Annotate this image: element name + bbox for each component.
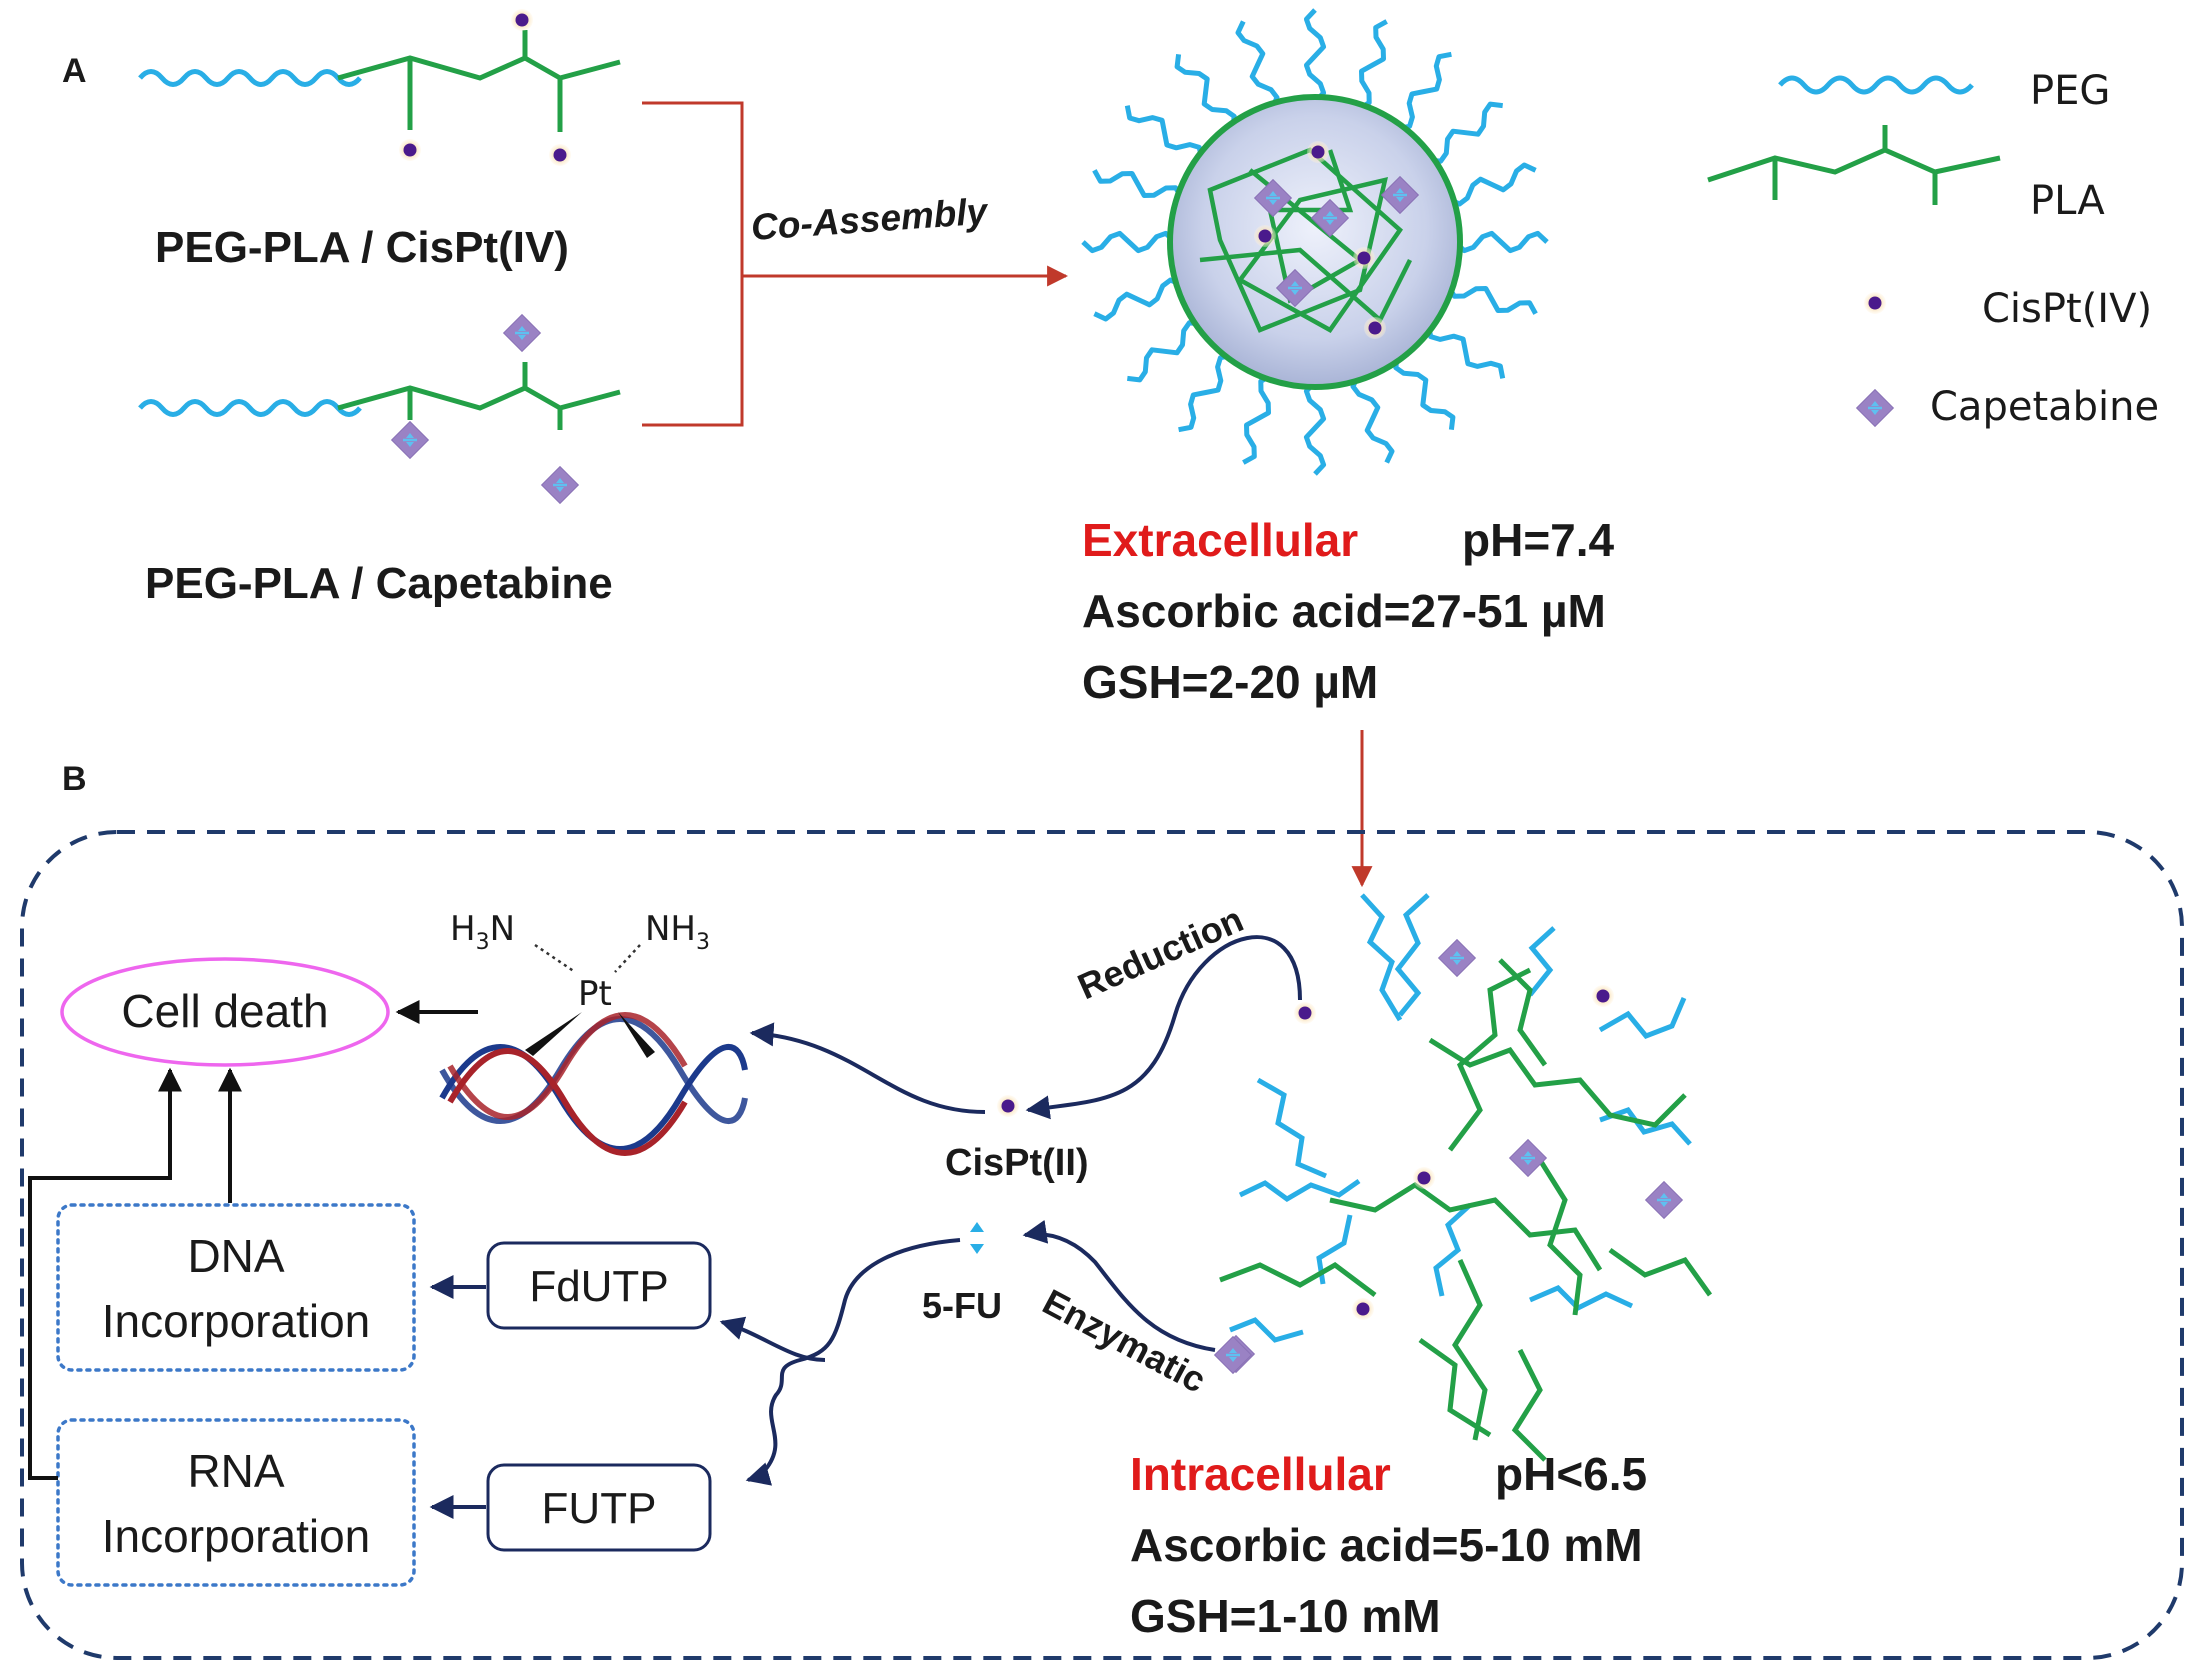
futp-box xyxy=(486,1463,712,1552)
platinum-atom: Pt xyxy=(578,974,612,1014)
capetabine-source-diamond xyxy=(1213,1335,1253,1375)
legend-capetabine-icon xyxy=(1855,388,1895,428)
peg-corona-chain xyxy=(1425,323,1506,379)
enzymatic-arrow xyxy=(1022,1219,1216,1352)
dna-incorporation-line1: DNA xyxy=(187,1230,284,1282)
legend-pla-line xyxy=(1707,125,2001,205)
legend: PEG PLA CisPt(IV) Capetabine xyxy=(1707,68,2159,430)
rna-to-cell-death-arrow xyxy=(28,1067,182,1480)
legend-cispt-label: CisPt(IV) xyxy=(1982,286,2152,332)
legend-peg-label: PEG xyxy=(2030,68,2110,114)
peg-corona-chain xyxy=(1124,105,1205,161)
platinum-dna-adduct: H3N NH3 Pt xyxy=(439,909,748,1156)
peg-corona-chain xyxy=(1445,284,1538,315)
cispt2-label: CisPt(II) xyxy=(945,1142,1089,1184)
peg-corona-chain xyxy=(1093,277,1183,322)
fu-to-fdutp-arrow xyxy=(719,1316,826,1362)
panel-label-a: A xyxy=(62,52,87,90)
peg-corona-chain xyxy=(1303,8,1327,104)
legend-peg-line xyxy=(1778,75,1974,95)
extracellular-ascorbic: Ascorbic acid=27-51 µM xyxy=(1082,585,1606,637)
disassembled-micelle xyxy=(1216,893,1713,1462)
extracellular-conditions: Extracellular pH=7.4 Ascorbic acid=27-51… xyxy=(1082,514,1615,708)
rna-incorporation-box xyxy=(56,1418,416,1587)
peg-pla-capetabine-polymer xyxy=(138,313,621,505)
dna-incorporation-box xyxy=(56,1203,416,1372)
peg-corona-chain xyxy=(1350,374,1395,464)
peg-corona-chain xyxy=(1235,20,1280,110)
peg-corona-chain xyxy=(1174,54,1237,130)
peg-corona-chain xyxy=(1127,320,1203,383)
extracellular-gsh: GSH=2-20 µM xyxy=(1082,656,1378,708)
fdutp-label: FdUTP xyxy=(529,1262,668,1311)
co-assembly-arrow xyxy=(642,101,1069,427)
peg-corona-chain xyxy=(1453,230,1549,254)
intracellular-gsh: GSH=1-10 mM xyxy=(1130,1590,1441,1642)
fu-symbol xyxy=(970,1222,984,1254)
reduction-label: Reduction xyxy=(1072,898,1249,1007)
peg-corona-chain xyxy=(1396,51,1452,132)
fu-branch-curve xyxy=(745,1238,961,1486)
fu-label: 5-FU xyxy=(922,1285,1002,1326)
cell-death-label: Cell death xyxy=(121,985,328,1037)
peg-pla-cispt-polymer xyxy=(138,9,621,166)
legend-cispt-icon xyxy=(1864,292,1886,314)
micelle-nanoparticle xyxy=(1081,8,1549,476)
panel-label-b: B xyxy=(62,760,87,798)
intracellular-ph: pH<6.5 xyxy=(1495,1448,1647,1500)
extracellular-ph: pH=7.4 xyxy=(1462,514,1615,566)
peg-corona-chain xyxy=(1178,352,1234,433)
peg-corona-chain xyxy=(1081,230,1177,254)
intracellular-conditions: Intracellular pH<6.5 Ascorbic acid=5-10 … xyxy=(1130,1448,1647,1642)
cispt2-to-dna-arrow xyxy=(749,1022,986,1114)
co-assembly-label: Co-Assembly xyxy=(750,190,991,248)
peg-pla-capetabine-label: PEG-PLA / Capetabine xyxy=(145,559,613,608)
peg-corona-chain xyxy=(1092,169,1185,200)
legend-capetabine-label: Capetabine xyxy=(1930,384,2159,430)
fdutp-box xyxy=(486,1241,712,1330)
rna-incorporation-line1: RNA xyxy=(187,1445,284,1497)
dna-incorporation-line2: Incorporation xyxy=(102,1295,371,1347)
intracellular-ascorbic: Ascorbic acid=5-10 mM xyxy=(1130,1519,1643,1571)
cispt2-dot xyxy=(997,1095,1019,1117)
dna-double-helix xyxy=(439,1012,748,1156)
peg-pla-cispt-label: PEG-PLA / CisPt(IV) xyxy=(155,223,569,272)
intracellular-title: Intracellular xyxy=(1130,1448,1391,1500)
rna-incorporation-line2: Incorporation xyxy=(102,1510,371,1562)
extracellular-title: Extracellular xyxy=(1082,514,1358,566)
cell-boundary xyxy=(20,830,2184,1660)
ammine-left: H3N xyxy=(450,909,515,955)
ammine-right: NH3 xyxy=(645,909,710,955)
peg-corona-chain xyxy=(1242,372,1273,465)
legend-pla-label: PLA xyxy=(2030,178,2105,224)
reduction-arrow xyxy=(1025,935,1302,1120)
peg-corona-chain xyxy=(1357,19,1388,112)
peg-corona-chain xyxy=(1393,354,1456,430)
peg-corona-chain xyxy=(1447,162,1537,207)
cell-death-ellipse xyxy=(60,957,390,1067)
peg-corona-chain xyxy=(1303,380,1327,476)
peg-corona-chain xyxy=(1427,101,1503,164)
futp-label: FUTP xyxy=(542,1484,657,1533)
